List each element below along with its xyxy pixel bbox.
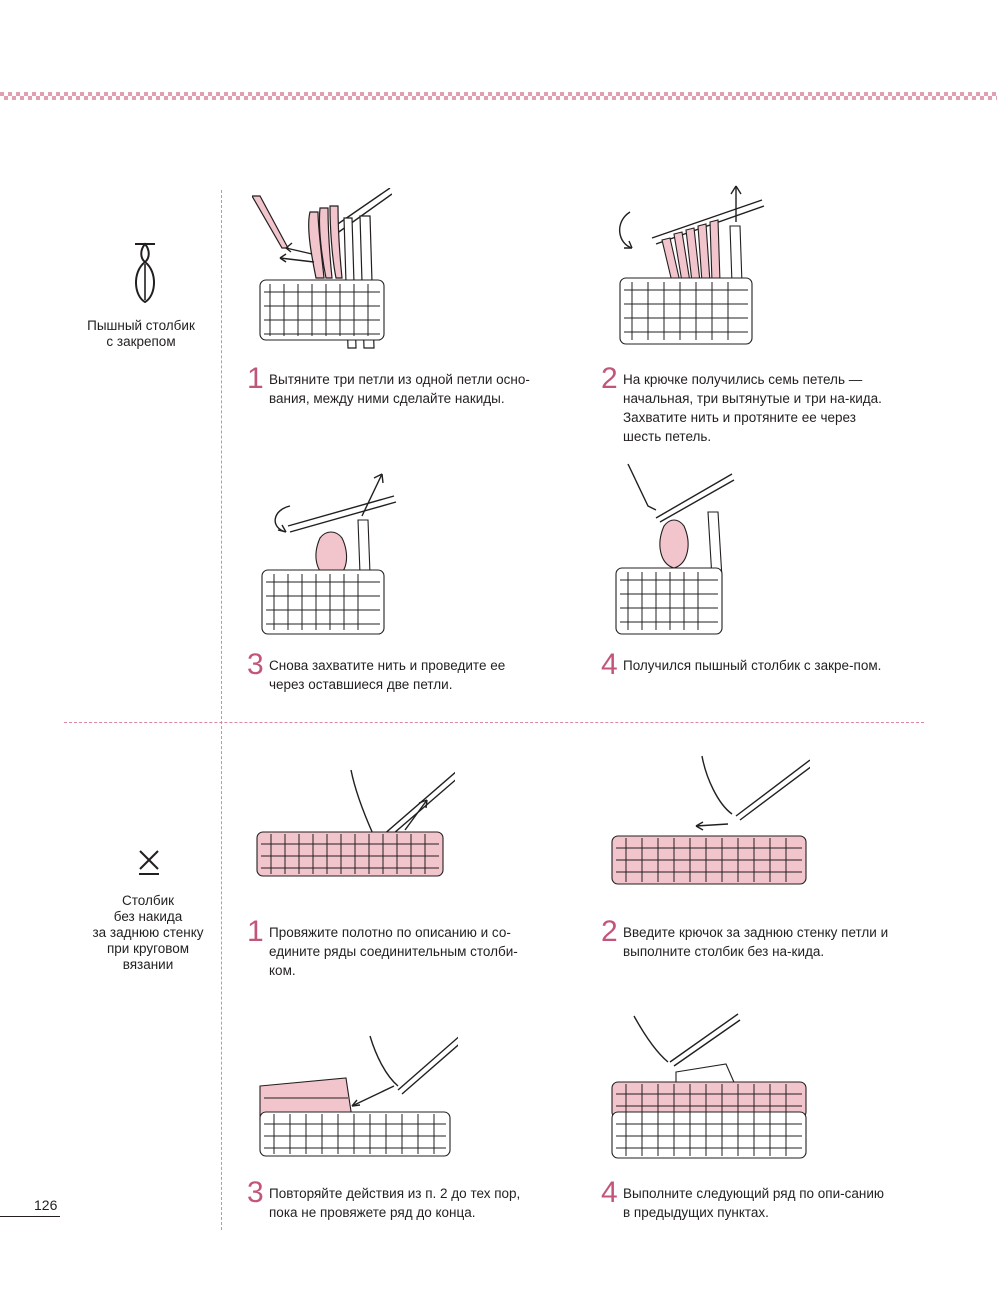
symbol-label-puff-stitch: Пышный столбик с закрепом	[61, 318, 221, 350]
step-illustration-1-4	[615, 463, 735, 635]
symbol-label-line: без накида	[113, 909, 183, 924]
step-illustration-2-3	[259, 1035, 458, 1157]
symbol-label-line: за заднюю стенку	[92, 925, 204, 940]
step-number: 2	[601, 362, 618, 395]
symbol-label-line: при круговом	[106, 941, 190, 956]
symbol-label-line: вязании	[122, 957, 174, 972]
symbol-label-line: Столбик	[121, 893, 175, 908]
step-illustration-1-2	[619, 185, 765, 345]
step-number: 4	[601, 648, 618, 681]
step-number: 1	[247, 362, 264, 395]
step-text: Получился пышный столбик с закре-пом.	[623, 658, 882, 673]
puff-stitch-with-closure-icon	[135, 242, 155, 304]
step-text: Провяжите полотно по описанию и со-едини…	[269, 925, 518, 978]
symbol-label-line: Пышный столбик	[87, 318, 195, 333]
single-crochet-back-loop-icon	[139, 850, 159, 875]
step-illustration-2-4	[611, 1013, 807, 1159]
horizontal-divider	[64, 722, 924, 723]
step-illustration-1-1	[252, 188, 392, 349]
step-number: 3	[247, 648, 264, 681]
step-text: Повторяйте действия из п. 2 до тех пор, …	[269, 1186, 521, 1220]
step-number: 3	[247, 1176, 264, 1209]
step-text: Введите крючок за заднюю стенку петли и …	[623, 925, 889, 959]
step-text: Снова захватите нить и проведите ее чере…	[269, 658, 506, 692]
step-number: 1	[247, 915, 264, 948]
step-text: Вытяните три петли из одной петли осно-в…	[269, 372, 530, 406]
step-illustration-1-3	[261, 473, 397, 635]
vertical-divider	[221, 190, 222, 1230]
step-illustration-2-1	[256, 769, 455, 877]
page-number-rule	[0, 1216, 60, 1217]
symbol-label-back-loop: Столбик без накида за заднюю стенку при …	[68, 893, 228, 973]
decorative-top-border	[0, 92, 997, 100]
symbol-label-line: с закрепом	[106, 334, 176, 349]
step-number: 2	[601, 915, 618, 948]
step-text: Выполните следующий ряд по опи-санию в п…	[623, 1186, 885, 1220]
step-number: 4	[601, 1176, 618, 1209]
step-illustration-2-2	[611, 755, 810, 885]
step-text: На крючке получились семь петель — начал…	[623, 372, 882, 444]
page-number: 126	[34, 1197, 58, 1213]
